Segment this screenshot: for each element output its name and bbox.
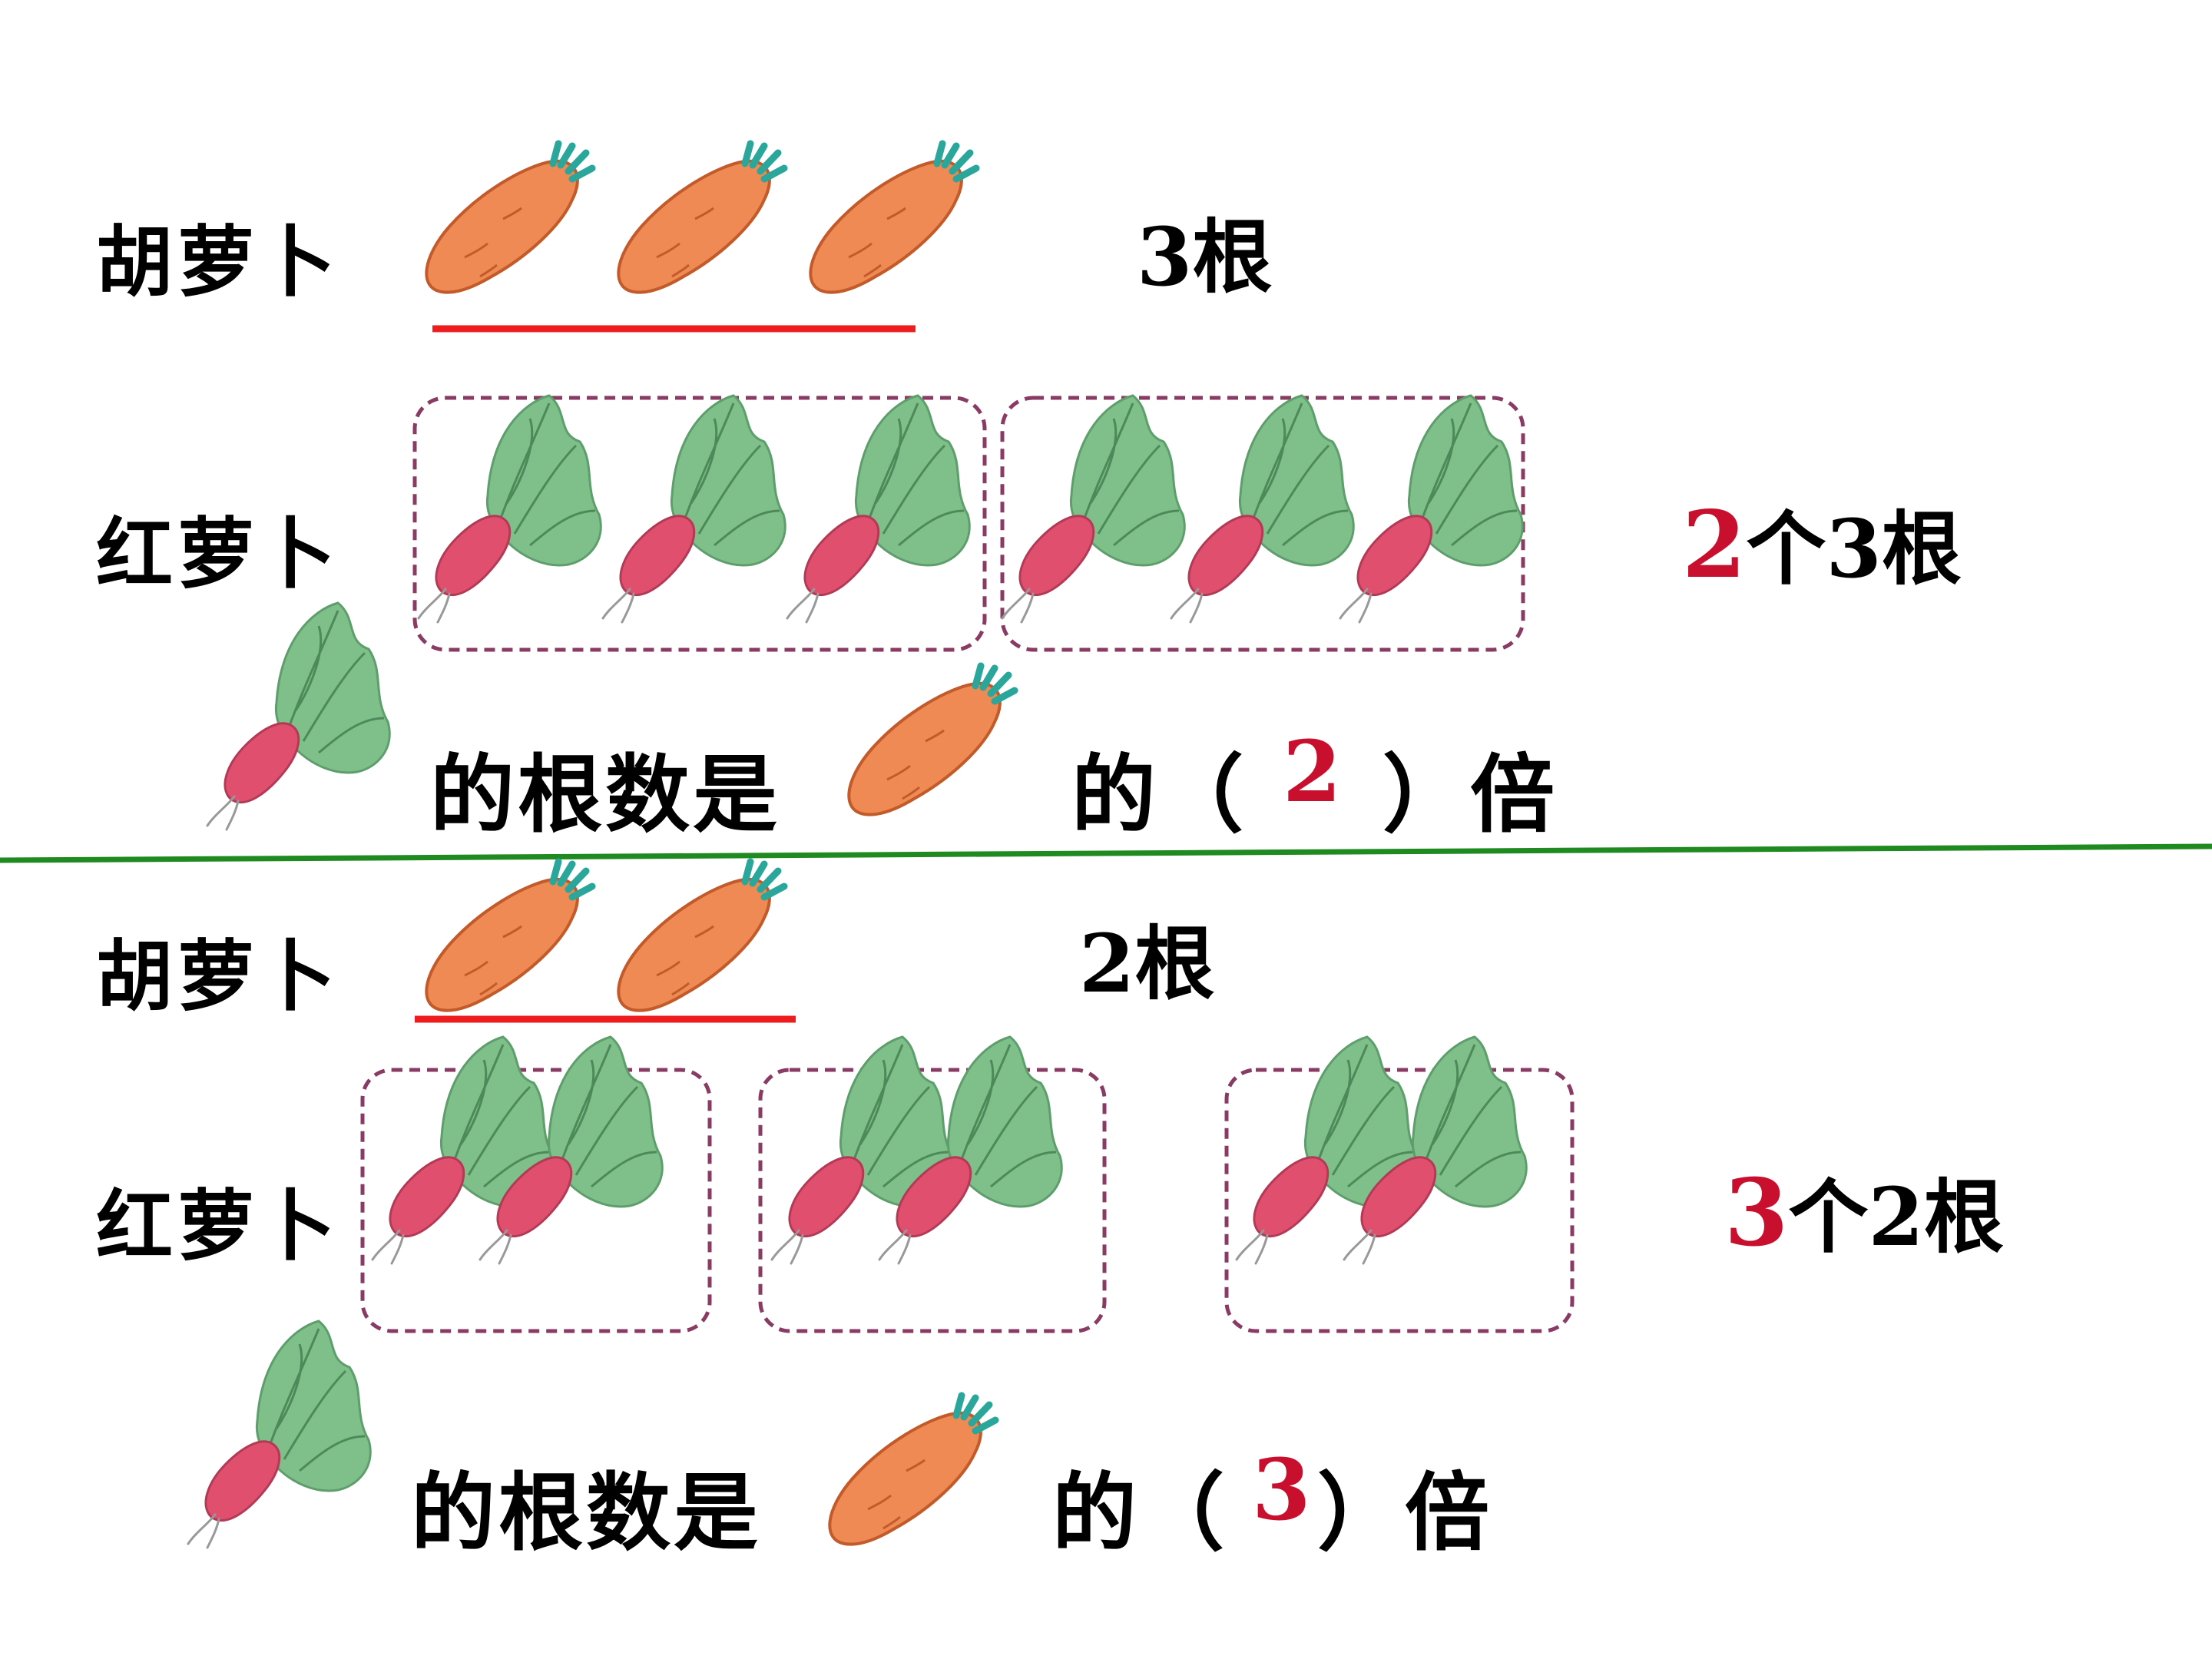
problem1-carrots	[426, 144, 976, 293]
groups-rest: 个2根	[1788, 1170, 2004, 1264]
carrot-icon	[426, 144, 592, 293]
carrot-icon	[618, 144, 784, 293]
sentence-part1: 的根数是	[430, 745, 780, 844]
groups-description: 3个2根	[1724, 1152, 2004, 1268]
carrot-count: 3根	[1137, 210, 1273, 304]
problem1-radishes	[417, 394, 1524, 624]
red-radish-icon	[1339, 394, 1524, 624]
red-radish-icon	[206, 601, 391, 831]
red-radish-icon	[1001, 394, 1186, 624]
red-radish-icon	[786, 394, 971, 624]
carrot-label: 胡萝卜	[96, 931, 340, 1022]
carrot-icon	[426, 862, 592, 1011]
red-radish-icon	[1170, 394, 1355, 624]
carrot-icon	[849, 666, 1015, 815]
carrot-icon	[618, 862, 784, 1011]
carrot-icon	[830, 1396, 995, 1545]
sentence-part2: 的（	[1071, 745, 1247, 844]
radish-group-box	[758, 1068, 1107, 1333]
red-radish-icon	[187, 1320, 372, 1549]
radish-group-box	[1224, 1068, 1575, 1333]
groups-rest: 个3根	[1746, 502, 1962, 596]
carrot-label: 胡萝卜	[96, 217, 340, 307]
answer-value: 2	[1283, 722, 1345, 821]
red-radish-icon	[417, 394, 602, 624]
sentence-part1: 的根数是	[411, 1463, 761, 1562]
carrot-icon	[810, 144, 976, 293]
red-radish-icon	[601, 394, 786, 624]
sentence-part3: ）倍	[1317, 1463, 1492, 1562]
groups-number: 3	[1724, 1159, 1789, 1267]
radish-label: 红萝卜	[96, 508, 340, 599]
sentence-part3: ）倍	[1382, 745, 1558, 844]
answer-value: 3	[1252, 1440, 1314, 1539]
radish-group-box	[412, 396, 987, 652]
groups-number: 2	[1682, 491, 1747, 599]
sentence-part2: 的（	[1052, 1463, 1227, 1562]
radish-group-box	[360, 1068, 712, 1333]
problem2-carrots	[426, 862, 784, 1011]
carrot-count: 2根	[1079, 916, 1215, 1011]
radish-label: 红萝卜	[96, 1181, 340, 1271]
section-divider	[0, 843, 2212, 863]
groups-description: 2个3根	[1682, 484, 1962, 600]
